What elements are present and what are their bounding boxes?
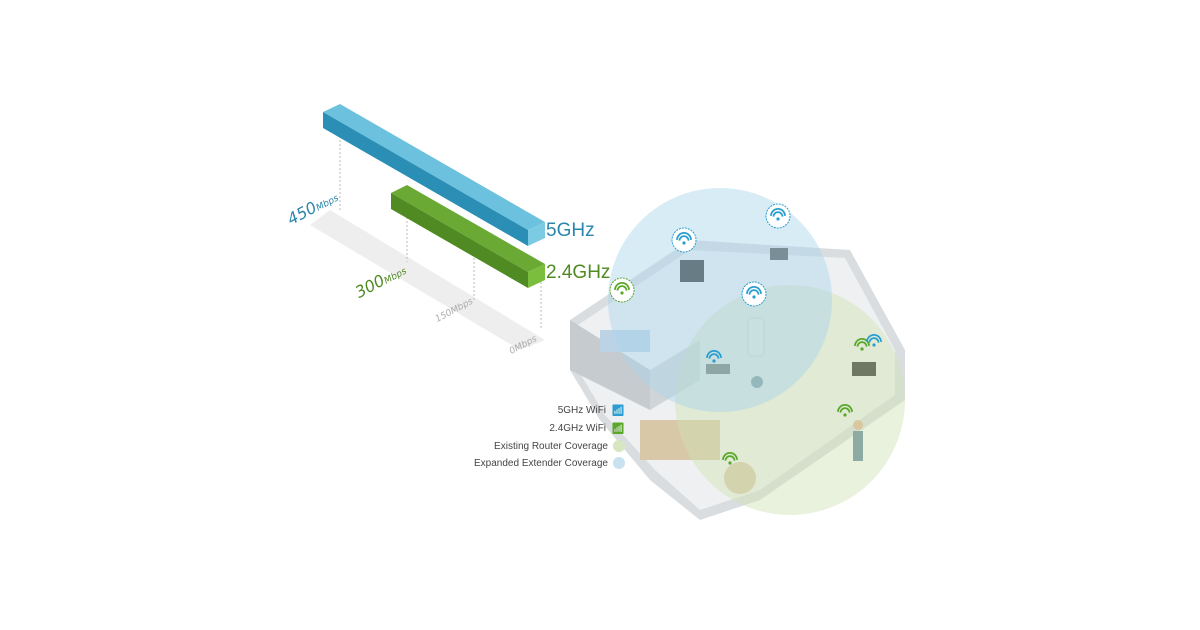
wifi-icon bbox=[741, 281, 767, 307]
range-extender bbox=[747, 317, 765, 357]
wifi-icon: 📶︎ bbox=[611, 405, 625, 417]
laptop bbox=[770, 248, 788, 260]
wifi-icon bbox=[706, 350, 722, 363]
legend-extender-coverage: Expanded Extender Coverage bbox=[474, 457, 625, 469]
kitchen bbox=[640, 420, 720, 460]
circle-icon bbox=[613, 440, 625, 452]
bar-shadow bbox=[310, 210, 545, 350]
house-floorplan bbox=[570, 240, 905, 520]
legend-2-4ghz: 2.4GHz WiFi 📶︎ bbox=[549, 423, 625, 435]
person-standing bbox=[853, 420, 863, 430]
bed bbox=[600, 330, 650, 352]
extender-coverage-area bbox=[608, 188, 832, 412]
wifi-icon bbox=[854, 338, 870, 351]
wifi-icon bbox=[671, 227, 697, 253]
wifi-icon bbox=[609, 277, 635, 303]
wifi-icon bbox=[765, 203, 791, 229]
person-sitting bbox=[751, 376, 763, 388]
bar-2-4ghz bbox=[391, 185, 545, 288]
legend-5ghz: 5GHz WiFi 📶︎ bbox=[557, 405, 625, 417]
router bbox=[706, 364, 730, 374]
label-2-4ghz: 2.4GHz bbox=[546, 262, 611, 283]
wifi-icon bbox=[866, 334, 882, 347]
wifi-icon bbox=[722, 452, 738, 465]
tv bbox=[680, 260, 704, 282]
legend-router-coverage: Existing Router Coverage bbox=[494, 440, 625, 452]
circle-icon bbox=[613, 457, 625, 469]
bar-5ghz bbox=[323, 104, 545, 246]
wifi-icon: 📶︎ bbox=[611, 423, 625, 435]
label-5ghz: 5GHz bbox=[546, 220, 595, 241]
router-main bbox=[852, 362, 876, 376]
wifi-icon bbox=[837, 404, 853, 417]
table bbox=[724, 462, 756, 494]
